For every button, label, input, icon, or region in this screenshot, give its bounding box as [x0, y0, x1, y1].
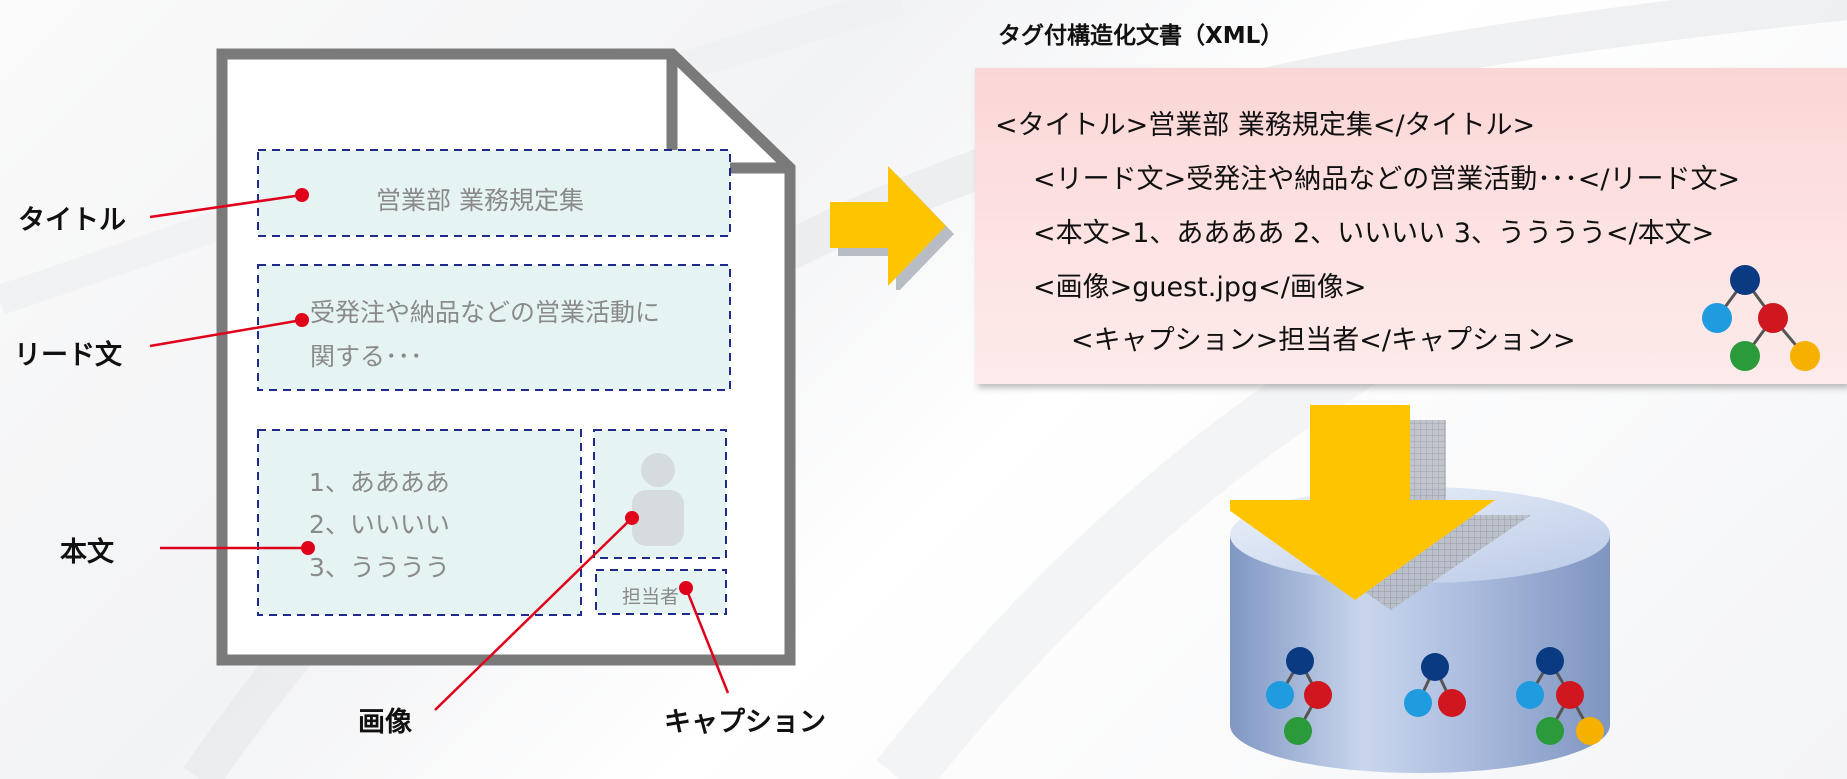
marker-image	[625, 511, 639, 525]
caption-region	[595, 569, 727, 615]
doc-lead-line2: 関する･･･	[310, 342, 423, 371]
xml-line: <リード文>受発注や納品などの営業活動･･･</リード文>	[1033, 164, 1741, 195]
doc-caption-text: 担当者	[622, 586, 680, 608]
leader-image	[434, 517, 633, 711]
label-lead: リード文	[14, 340, 122, 371]
database-cylinder	[1230, 535, 1610, 773]
doc-body-line: 1、ああああ	[309, 468, 450, 497]
xml-box	[975, 68, 1847, 384]
person-icon	[632, 453, 684, 546]
leader-title	[149, 193, 303, 219]
xml-line: <タイトル>営業部 業務規定集</タイトル>	[995, 110, 1536, 141]
title-region	[257, 149, 731, 237]
marker-body	[301, 541, 315, 555]
database-diagram	[1230, 405, 1610, 773]
arrow-right-icon	[830, 166, 954, 290]
xml-heading: タグ付構造化文書（XML）	[998, 23, 1284, 49]
doc-lead-line1: 受発注や納品などの営業活動に	[310, 298, 661, 327]
marker-lead	[295, 313, 309, 327]
tree-icon	[1702, 265, 1820, 371]
tree-nodes	[1266, 647, 1604, 745]
label-title: タイトル	[18, 205, 126, 236]
leader-caption	[684, 587, 730, 694]
document-diagram	[149, 48, 796, 711]
leader-lead	[149, 318, 303, 348]
xml-line: <キャプション>担当者</キャプション>	[1071, 325, 1576, 356]
label-body: 本文	[60, 537, 114, 568]
doc-body-line: 3、うううう	[309, 553, 450, 582]
marker-title	[295, 188, 309, 202]
arrow-down-icon	[1230, 405, 1495, 600]
marker-caption	[679, 581, 693, 595]
doc-title-text: 営業部 業務規定集	[376, 186, 584, 215]
xml-line: <本文>1、ああああ 2、いいいい 3、うううう</本文>	[1033, 218, 1715, 249]
lead-region	[257, 264, 731, 391]
xml-line: <画像>guest.jpg</画像>	[1033, 272, 1367, 303]
label-image: 画像	[358, 707, 412, 738]
label-caption: キャプション	[664, 707, 826, 738]
doc-body-line: 2、いいいい	[309, 510, 450, 539]
body-region	[257, 429, 582, 616]
